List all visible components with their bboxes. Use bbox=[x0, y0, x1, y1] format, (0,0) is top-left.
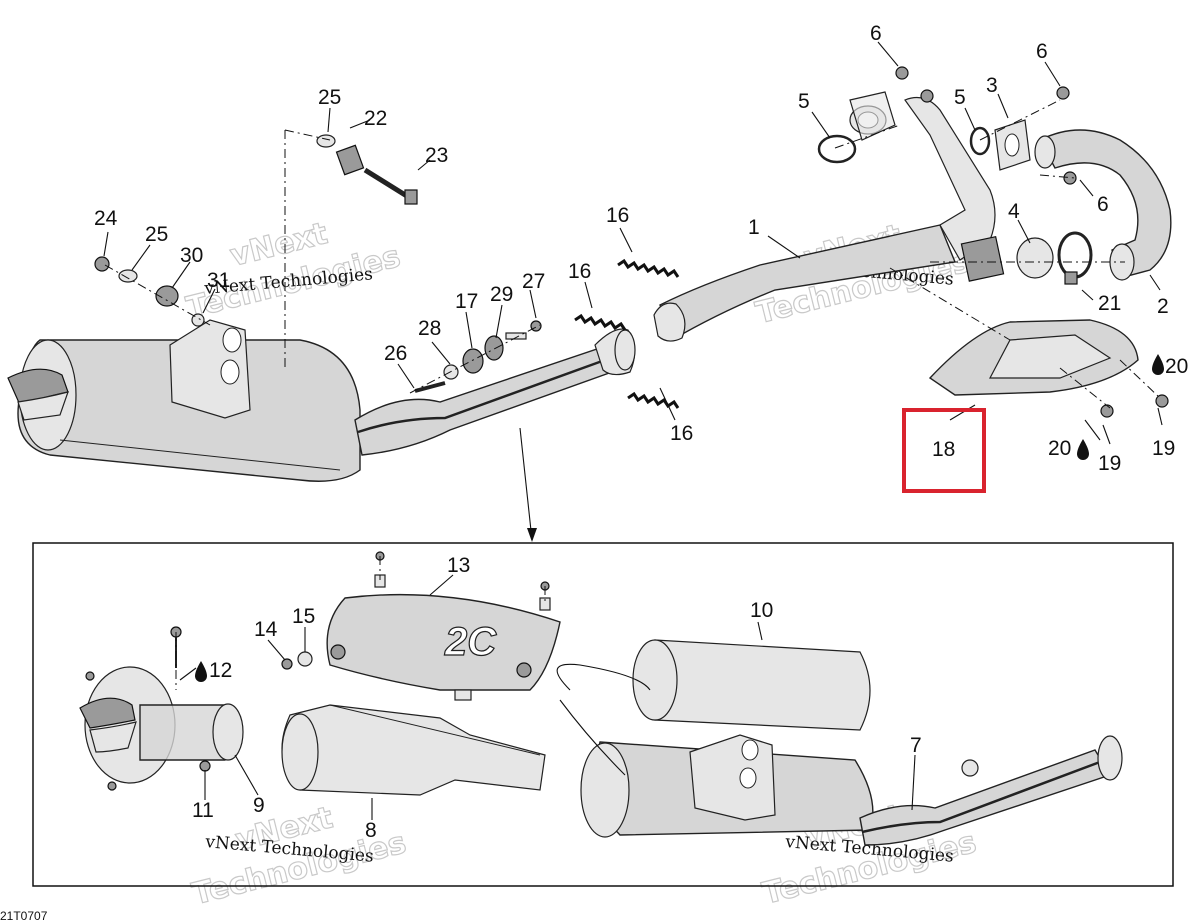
spring-16-top bbox=[617, 258, 680, 278]
callout-6-top: 6 bbox=[870, 22, 882, 45]
inner-core-8 bbox=[281, 704, 546, 796]
callout-28: 28 bbox=[418, 317, 441, 340]
callout-5-left: 5 bbox=[798, 90, 810, 113]
callout-27: 27 bbox=[522, 270, 545, 293]
curve-leader-10 bbox=[556, 663, 651, 691]
callout-8: 8 bbox=[365, 819, 377, 842]
muffler-body-7 bbox=[580, 734, 1123, 846]
exploded-detail-frame bbox=[32, 542, 1174, 887]
callout-6-right: 6 bbox=[1036, 40, 1048, 63]
callout-16-top: 16 bbox=[606, 204, 629, 227]
gasket-5-left bbox=[817, 134, 857, 164]
shield-logo-mark: 2C bbox=[444, 620, 497, 664]
callout-15: 15 bbox=[292, 605, 315, 628]
callout-20-left: 20 bbox=[1048, 437, 1071, 460]
callout-16-bottom: 16 bbox=[670, 422, 693, 445]
watermark-top-left: vNext Technologies bbox=[182, 215, 404, 326]
heat-shield-18 bbox=[928, 319, 1139, 396]
callout-12: 12 bbox=[209, 659, 232, 682]
callout-31: 31 bbox=[207, 269, 230, 292]
thread-locker-drop-icon bbox=[195, 661, 207, 682]
callout-25-left: 25 bbox=[145, 223, 168, 246]
leader-lines-top bbox=[103, 41, 1163, 541]
mid-pipe-top bbox=[354, 328, 636, 456]
callout-10: 10 bbox=[750, 599, 773, 622]
flange-3 bbox=[994, 119, 1031, 171]
spring-16-middle bbox=[574, 313, 627, 331]
callout-9: 9 bbox=[253, 794, 265, 817]
callout-26: 26 bbox=[384, 342, 407, 365]
callout-2: 2 bbox=[1157, 295, 1169, 318]
callout-25-top: 25 bbox=[318, 86, 341, 109]
leader-lines-detail bbox=[179, 574, 916, 820]
callout-5-right: 5 bbox=[954, 86, 966, 109]
callout-14: 14 bbox=[254, 618, 278, 641]
callout-labels: 1 2 3 4 5 5 6 6 6 7 8 9 10 11 12 13 14 1… bbox=[94, 22, 1188, 842]
drawing-code: 21T0707 bbox=[0, 909, 48, 923]
highlight-box-callout-18 bbox=[902, 408, 986, 493]
header-pipe-1 bbox=[653, 91, 1005, 342]
callout-20-right: 20 bbox=[1165, 355, 1188, 378]
callout-6-lower: 6 bbox=[1097, 193, 1109, 216]
callout-3: 3 bbox=[986, 74, 998, 97]
callout-19-left: 19 bbox=[1098, 452, 1121, 475]
thread-locker-drop-icon bbox=[1152, 354, 1164, 375]
end-cap-9 bbox=[79, 626, 244, 791]
thread-locker-drop-icon bbox=[1077, 439, 1089, 460]
leader-shell-to-body bbox=[559, 699, 626, 776]
muffler-shell-10 bbox=[632, 639, 871, 731]
sleeve-4 bbox=[1016, 237, 1054, 279]
muffler-assembly-top bbox=[7, 319, 361, 482]
callout-1: 1 bbox=[748, 216, 760, 239]
callout-22: 22 bbox=[364, 107, 387, 130]
callout-16-middle: 16 bbox=[568, 260, 591, 283]
callout-13: 13 bbox=[447, 554, 470, 577]
gasket-5-right bbox=[969, 126, 991, 156]
callout-18: 18 bbox=[932, 438, 955, 461]
callout-29: 29 bbox=[490, 283, 513, 306]
callout-7: 7 bbox=[910, 734, 922, 757]
callout-24: 24 bbox=[94, 207, 118, 230]
callout-23: 23 bbox=[425, 144, 448, 167]
callout-21: 21 bbox=[1098, 292, 1121, 315]
callout-30: 30 bbox=[180, 244, 203, 267]
callout-4: 4 bbox=[1008, 200, 1020, 223]
center-lines-top bbox=[104, 99, 1161, 409]
spring-16-bottom bbox=[627, 391, 680, 409]
detail-arrowhead bbox=[527, 528, 537, 542]
callout-17: 17 bbox=[455, 290, 478, 313]
callout-11: 11 bbox=[192, 799, 214, 822]
callout-19-right: 19 bbox=[1152, 437, 1175, 460]
heat-shield-13: 2C bbox=[281, 551, 561, 701]
clamp-21 bbox=[1057, 231, 1093, 285]
mount-hardware-top bbox=[94, 66, 1169, 418]
center-lines-detail bbox=[175, 556, 546, 690]
